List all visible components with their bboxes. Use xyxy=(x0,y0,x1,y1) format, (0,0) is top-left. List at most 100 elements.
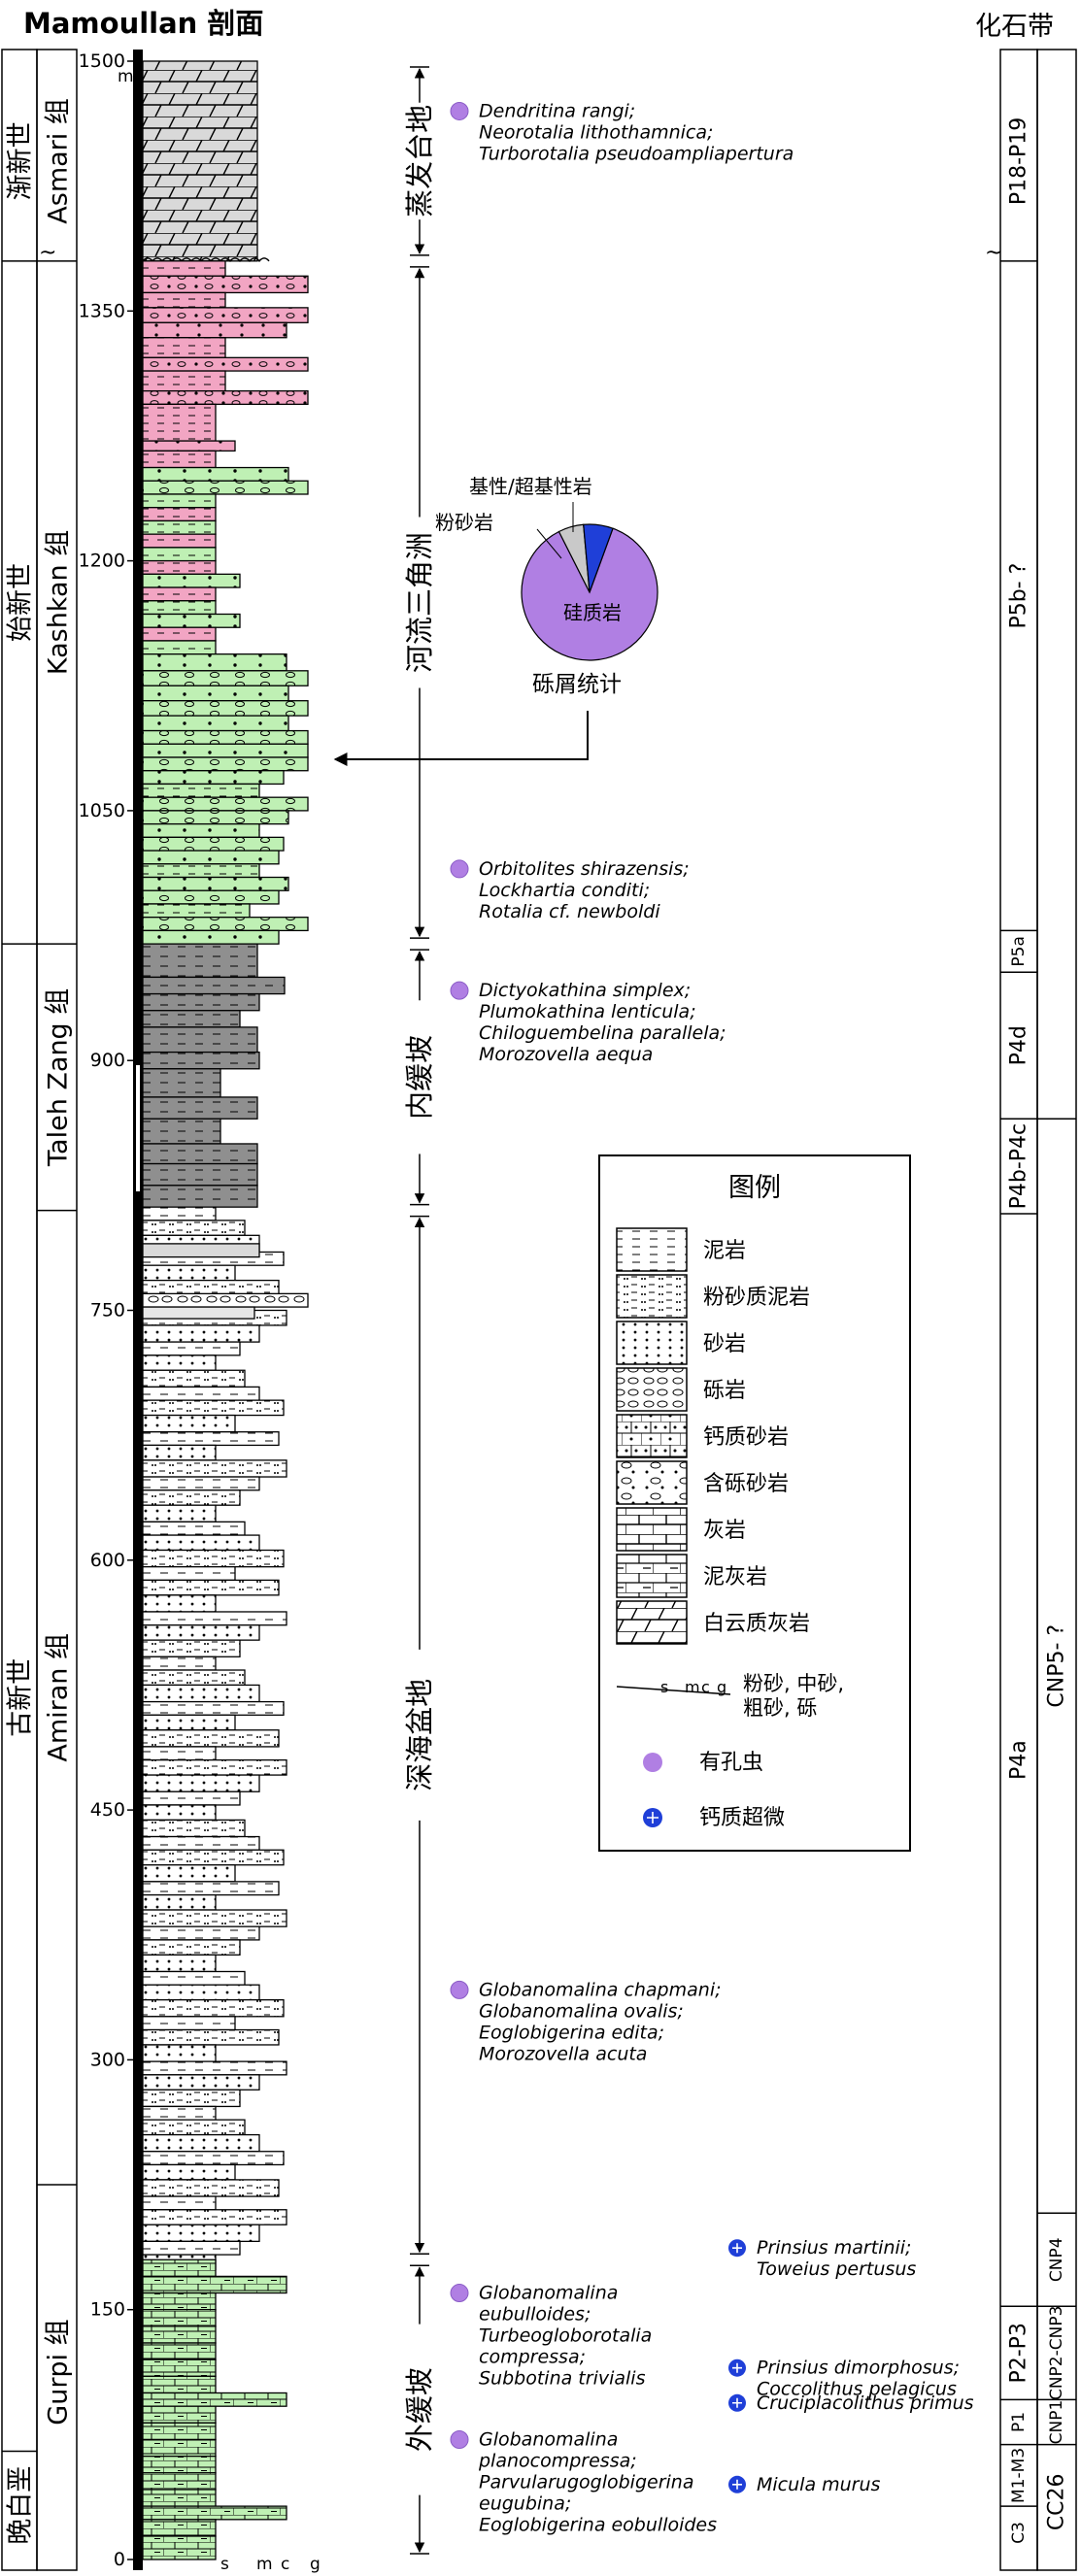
bed xyxy=(142,2028,280,2046)
bed xyxy=(142,715,289,732)
legend-title: 图例 xyxy=(728,1173,781,1203)
foram-zone-label: P18-P19 xyxy=(1007,117,1031,205)
legend-label: 灰岩 xyxy=(703,1519,746,1543)
fossil-name: Coccolithus pelagicus xyxy=(757,2379,957,2400)
pie-slice-label: 粉砂岩 xyxy=(435,511,493,534)
bed xyxy=(142,2375,217,2394)
legend-grain-label: 粉砂, 中砂, xyxy=(743,1672,844,1695)
bed xyxy=(142,1684,260,1703)
depth-tick-label: 1500 xyxy=(79,50,125,72)
nanno-icon-cross xyxy=(732,2479,742,2490)
bed xyxy=(142,1068,221,1098)
fossil-name: Micula murus xyxy=(757,2474,881,2495)
bed xyxy=(142,1026,258,1054)
bed xyxy=(142,1729,280,1748)
bed xyxy=(142,2224,260,2243)
fossil-annotations: Dendritina rangi;Neorotalia lithothamnic… xyxy=(450,100,974,2535)
bed xyxy=(142,275,309,294)
legend-label: 泥灰岩 xyxy=(703,1565,767,1589)
bed xyxy=(142,389,309,406)
bed xyxy=(142,1386,260,1401)
depth-tick-label: 150 xyxy=(90,2299,125,2321)
depth-tick-label: 900 xyxy=(90,1050,125,1071)
bed xyxy=(142,626,217,642)
bed xyxy=(142,2342,217,2360)
epoch-label: 渐新世 xyxy=(6,121,36,200)
bed xyxy=(142,507,217,522)
foram-zone-label: M1-M3 xyxy=(1009,2448,1029,2503)
pie-leader xyxy=(536,528,562,559)
fossil-name: eugubina; xyxy=(479,2492,571,2514)
legend-swatch xyxy=(616,1507,688,1552)
bed xyxy=(142,796,309,812)
bed xyxy=(142,1864,236,1883)
bed xyxy=(142,337,226,358)
bed xyxy=(142,976,286,995)
bed xyxy=(142,810,289,825)
legend-grain-line xyxy=(616,1686,731,1695)
bed xyxy=(142,2133,260,2153)
bed xyxy=(142,992,260,1012)
bed xyxy=(142,450,217,469)
depth-tick-label: 450 xyxy=(90,1799,125,1821)
fossil-name: Dictyokathina simplex; xyxy=(479,980,691,1001)
environment-label: 内缓坡 xyxy=(403,1035,436,1120)
bed xyxy=(142,1984,260,2001)
bed xyxy=(142,519,217,535)
environment-label: 河流三角洲 xyxy=(403,532,436,673)
bed xyxy=(142,2422,217,2441)
bed xyxy=(142,1819,246,1838)
foram-icon xyxy=(450,101,469,120)
foram-icon xyxy=(450,2284,469,2303)
fossil-name: Toweius pertusus xyxy=(757,2258,916,2280)
bed xyxy=(142,756,309,772)
fossil-name: Morozovella acuta xyxy=(479,2043,647,2064)
bed xyxy=(142,533,217,549)
bed xyxy=(142,863,260,879)
bed xyxy=(142,2292,217,2311)
foram-zone-column xyxy=(999,49,1038,2571)
bed xyxy=(142,1656,217,1671)
legend-nanno-label: 钙质超微 xyxy=(699,1806,785,1830)
bed xyxy=(142,850,280,865)
unconformity-mark: ~ xyxy=(985,241,1002,265)
bed xyxy=(142,1639,241,1657)
bed xyxy=(142,1790,241,1806)
bed xyxy=(142,547,217,562)
pie-slice-label: 硅质岩 xyxy=(563,601,622,624)
legend-grain-letter: m xyxy=(685,1678,700,1696)
fossil-name: Globanomalina xyxy=(479,2283,618,2304)
bed xyxy=(142,929,280,945)
environment-label: 蒸发台地 xyxy=(403,105,436,217)
bed xyxy=(142,1355,217,1371)
bed xyxy=(142,1220,246,1236)
formation-label: Asmari 组 xyxy=(44,98,74,224)
bed xyxy=(142,1534,260,1552)
bed xyxy=(142,1521,246,1536)
bed xyxy=(142,613,241,628)
bed xyxy=(142,1624,260,1641)
fossil-name: eubulloides; xyxy=(479,2304,591,2325)
nanno-zone-column xyxy=(1036,49,1077,2571)
legend-swatch xyxy=(616,1321,688,1365)
bed xyxy=(142,1549,285,1568)
fossil-name: compressa; xyxy=(479,2347,586,2368)
depth-unit: m xyxy=(118,67,134,86)
depth-tick-label: 600 xyxy=(90,1550,125,1571)
fossil-name: Plumokathina lenticula; xyxy=(479,1001,696,1022)
bed xyxy=(142,783,260,798)
bed xyxy=(142,1758,287,1776)
bed xyxy=(142,876,289,891)
page-title: Mamoullan 剖面 xyxy=(23,7,263,40)
bed xyxy=(142,1939,241,1956)
bed xyxy=(142,1051,260,1070)
bed xyxy=(142,291,226,309)
epoch-label: 晚白垩 xyxy=(6,2466,36,2545)
bed xyxy=(142,440,236,452)
formation-label: Kashkan 组 xyxy=(44,530,74,675)
bed xyxy=(142,1925,260,1941)
bed xyxy=(142,356,309,372)
unconformity xyxy=(142,257,270,263)
fossil-name: Cruciplacolithus primus xyxy=(757,2392,974,2414)
fossil-name: Globanomalina chapmani; xyxy=(479,1979,722,2000)
